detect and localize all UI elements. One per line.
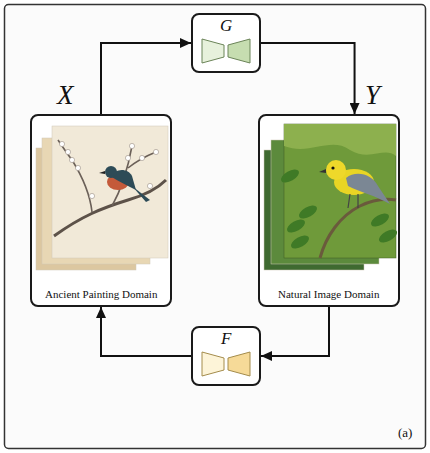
- leaf: [285, 217, 307, 236]
- flow-arrow: [261, 43, 355, 114]
- blossom: [125, 155, 130, 160]
- photo-card: [284, 124, 396, 258]
- branch: [58, 140, 156, 212]
- decoder-shape: [228, 352, 250, 376]
- bird-wing: [346, 174, 390, 204]
- domain-box: Ancient Painting Domain: [30, 114, 172, 307]
- blossom: [147, 183, 152, 188]
- blossom: [69, 157, 74, 162]
- encoder-shape: [202, 39, 224, 63]
- generator-box: G: [191, 13, 261, 73]
- branch: [54, 180, 166, 236]
- blossom: [89, 193, 94, 198]
- flow-arrow: [101, 43, 191, 114]
- bird-beak: [99, 171, 105, 174]
- foliage: [284, 124, 396, 156]
- network-name: G: [220, 16, 232, 36]
- frame-border: [5, 5, 426, 449]
- decoder-shape: [228, 39, 250, 63]
- bird-beak: [319, 169, 326, 173]
- blossom: [139, 155, 144, 160]
- flow-arrow: [101, 307, 191, 356]
- bird-legs: [348, 194, 358, 208]
- image-stack: [32, 116, 170, 305]
- bird-eye: [331, 166, 334, 169]
- blossom: [153, 149, 158, 154]
- blossom: [65, 149, 70, 154]
- domain-box: Natural Image Domain: [258, 114, 400, 307]
- blossom: [59, 141, 64, 146]
- branch: [320, 199, 396, 258]
- leaf: [279, 167, 301, 186]
- flow-arrow: [261, 307, 329, 356]
- image-stack: [260, 116, 398, 305]
- bird-head: [105, 166, 117, 178]
- domain-symbol: Y: [365, 80, 380, 111]
- bird-head: [326, 160, 346, 180]
- encoder-shape: [202, 352, 224, 376]
- leaf: [289, 233, 311, 252]
- leaf: [369, 211, 391, 230]
- generator-box: F: [191, 326, 261, 386]
- bird-tail: [132, 186, 150, 202]
- panel-label: (a): [398, 425, 412, 441]
- blossom: [129, 143, 134, 148]
- painting-card: [52, 126, 168, 258]
- network-name: F: [221, 329, 231, 349]
- leaf: [377, 227, 398, 246]
- domain-name: Natural Image Domain: [278, 288, 379, 300]
- leaf: [297, 203, 319, 222]
- domain-symbol: X: [57, 80, 74, 111]
- blossom: [75, 165, 80, 170]
- domain-name: Ancient Painting Domain: [45, 288, 157, 300]
